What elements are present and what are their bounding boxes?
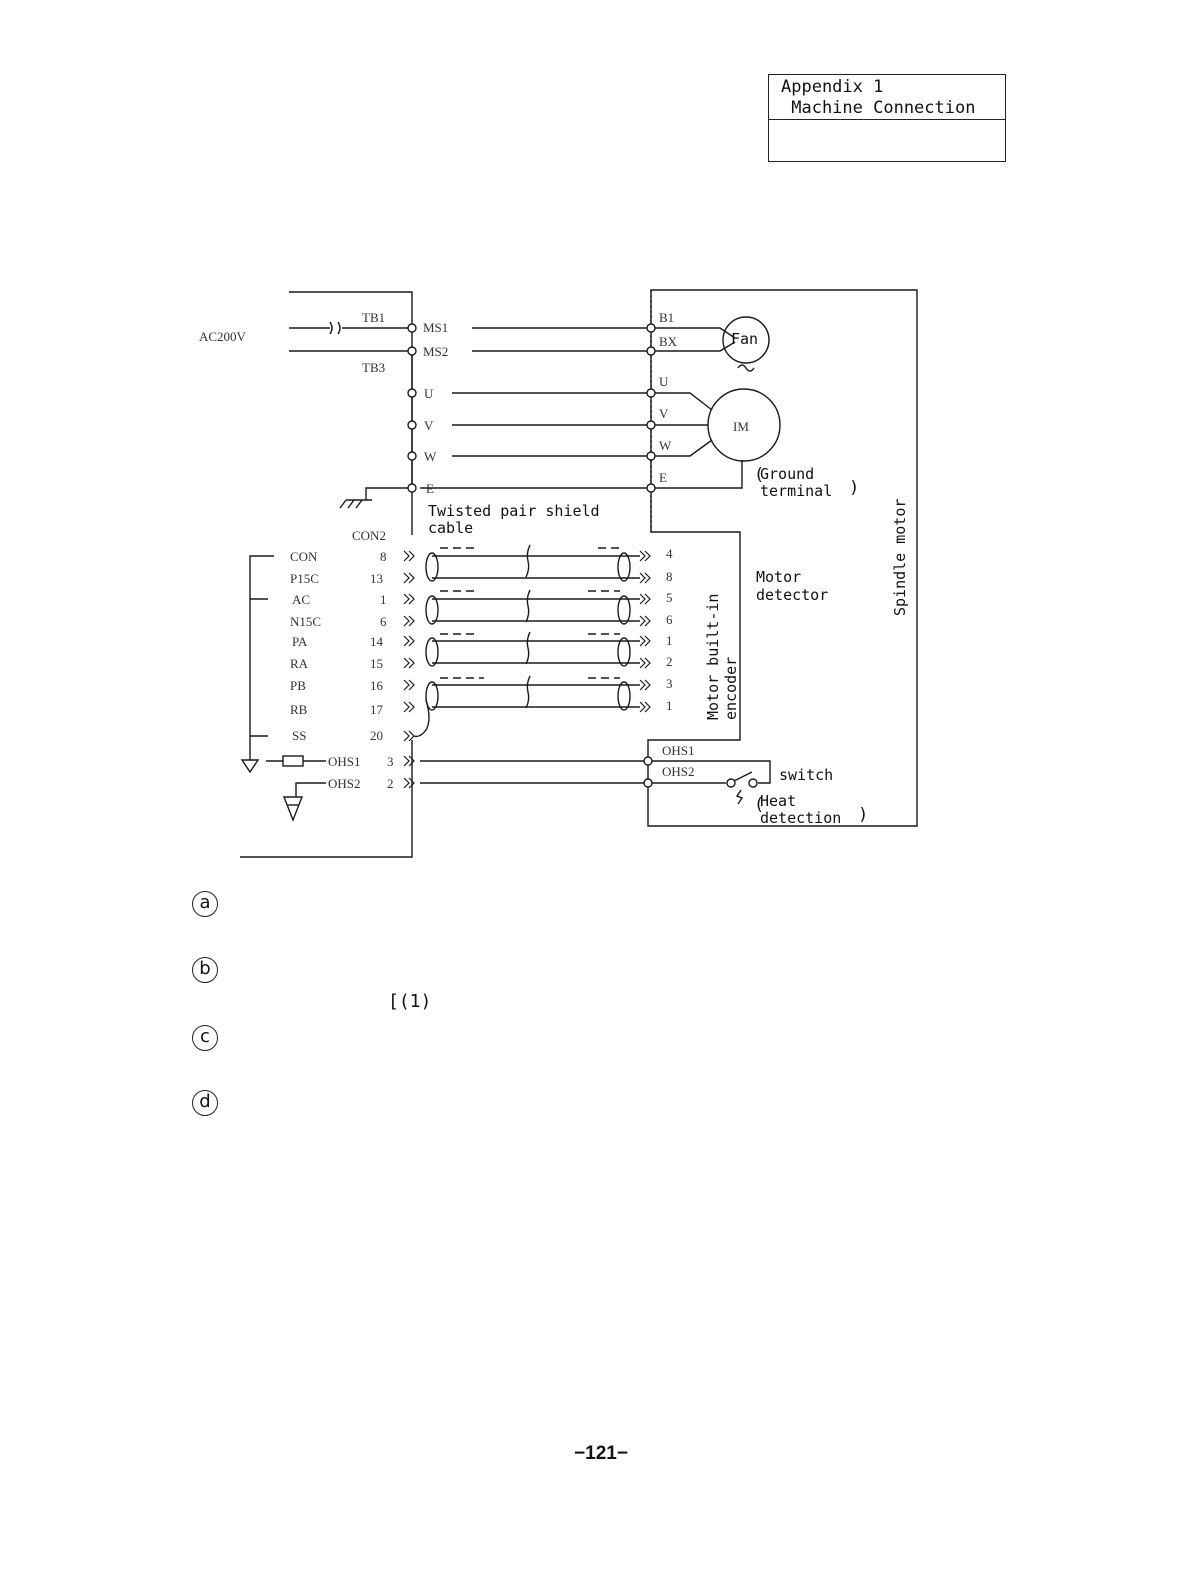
spindle-motor-outline [647,289,918,827]
header-title-row: Appendix 1 Machine Connection [769,75,1005,120]
ground-terminal-line2: terminal [760,482,832,500]
signal-pin-14: 14 [370,634,384,649]
encoder-pin-8: 1 [666,698,673,713]
motor-terminal-v: V [659,406,669,421]
terminal-v-dot [407,420,417,430]
signal-name-ss: SS [292,728,306,743]
terminal-w-dot [407,451,417,461]
signal-pin-13: 13 [370,571,383,586]
signal-pin-16: 16 [370,678,384,693]
signal-name-pb: PB [290,678,306,693]
motor-terminal-e: E [659,470,667,485]
spindle-motor-label: Spindle motor [891,499,909,616]
induction-motor-label: IM [733,419,749,434]
paren-close-ground: ) [849,478,859,498]
page-number: −121− [574,1443,628,1464]
ac-input-label: AC200V [199,329,247,344]
paren-open-ground: ( [754,465,764,485]
ohs2-left-pin: 2 [387,776,394,791]
terminal-ms1-dot [407,323,417,333]
induction-motor-symbol [707,388,781,462]
signal-name-ra: RA [290,656,309,671]
signal-name-con: CON [290,549,318,564]
note-marker-b: b [192,957,218,983]
ground-terminal-line1: Ground [760,465,814,483]
encoder-pin-2: 8 [666,569,673,584]
heat-detection-line2: detection [760,809,841,827]
motor-terminal-bx: BX [659,334,678,349]
note-marker-c: c [192,1025,218,1051]
motor-terminal-b1: B1 [659,310,674,325]
motor-detector-line2: detector [756,586,828,604]
drive-unit-outline-bottom [240,740,413,858]
signal-pin-17: 17 [370,702,384,717]
paren-close-heat: ) [858,805,868,825]
note-marker-d: d [192,1090,218,1116]
encoder-label-line1: Motor built-in [704,594,722,720]
ohs1-right-label: OHS1 [662,743,695,758]
cable-type-line1: Twisted pair shield [428,502,600,520]
signal-name-ac: AC [292,592,310,607]
note-b-reference: [(1) [388,991,432,1012]
encoder-label-line2: encoder [722,657,740,720]
signal-name-rb: RB [290,702,308,717]
ohs1-left-name: OHS1 [328,754,361,769]
terminal-e-dot [407,483,417,493]
heat-detection-line1: Heat [760,792,796,810]
encoder-pin-5: 1 [666,633,673,648]
encoder-pin-4: 6 [666,612,673,627]
signal-pin-8: 8 [380,549,387,564]
terminal-ms2-dot [407,346,417,356]
signal-name-p15c: P15C [290,571,319,586]
fan-symbol [722,316,770,364]
tb3-label: TB3 [362,360,385,375]
ms2-label: MS2 [423,344,448,359]
note-marker-a: a [192,891,218,917]
tb3-u-label: U [424,386,434,401]
fan-label: Fan [731,330,758,348]
appendix-header-box: Appendix 1 Machine Connection [768,74,1006,162]
header-appendix-label: Appendix 1 [781,77,884,97]
encoder-pin-7: 3 [666,676,673,691]
motor-terminal-u: U [659,374,669,389]
con2-label: CON2 [352,528,386,543]
paren-open-heat: ( [754,795,764,815]
encoder-pin-3: 5 [666,590,673,605]
tb1-label: TB1 [362,310,385,325]
signal-pin-15: 15 [370,656,383,671]
cable-type-line2: cable [428,519,473,537]
tb3-v-label: V [424,418,434,433]
terminal-u-dot [407,388,417,398]
header-section-title: Machine Connection [781,98,976,118]
signal-pin-6: 6 [380,614,387,629]
signal-name-n15c: N15C [290,614,321,629]
signal-pin-1: 1 [380,592,387,607]
ms1-label: MS1 [423,320,448,335]
tb3-e-label: E [426,481,434,496]
ohs2-right-label: OHS2 [662,764,695,779]
ohs2-left-name: OHS2 [328,776,361,791]
signal-name-pa: PA [292,634,308,649]
motor-detector-line1: Motor [756,568,801,586]
ohs1-left-pin: 3 [387,754,394,769]
encoder-pin-1: 4 [666,546,673,561]
encoder-pin-6: 2 [666,654,673,669]
switch-label: switch [779,766,833,784]
signal-pin-20: 20 [370,728,383,743]
motor-terminal-w: W [659,438,672,453]
tb3-w-label: W [424,449,437,464]
